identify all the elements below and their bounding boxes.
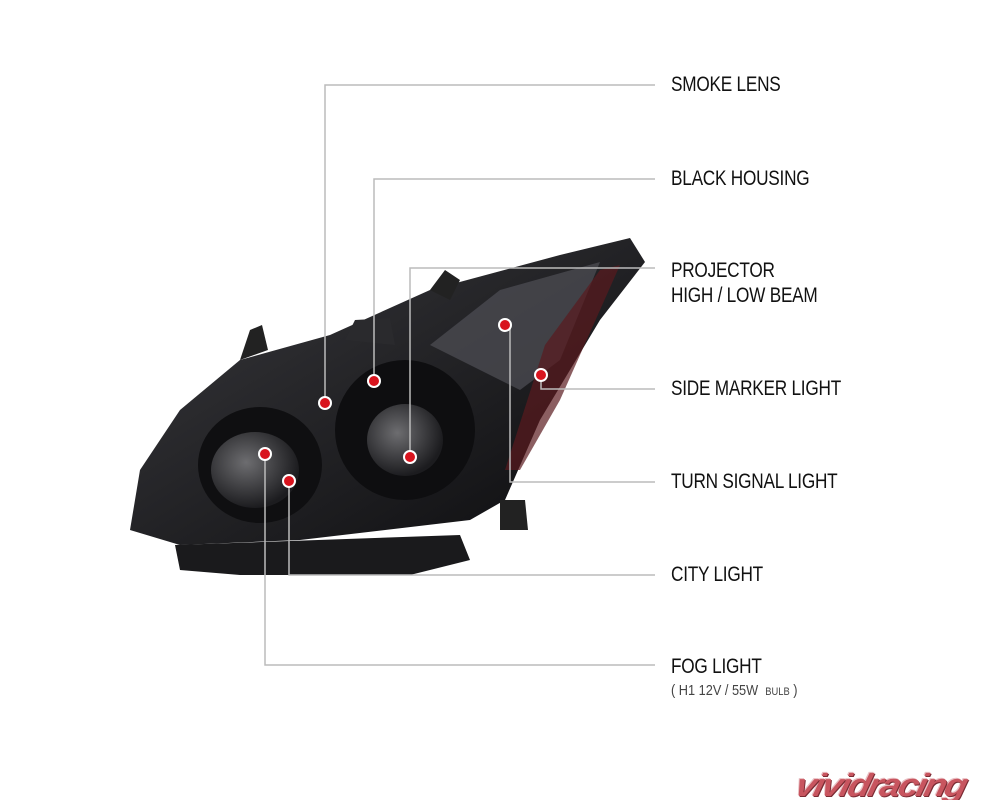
marker-dot-fog-light	[258, 447, 272, 461]
marker-dot-smoke-lens	[318, 396, 332, 410]
fog-light-spec: ( H1 12V / 55W BULB )	[671, 682, 798, 699]
fog-spec-bulb: BULB	[765, 686, 790, 698]
leader-projector	[409, 267, 655, 457]
marker-dot-projector	[403, 450, 417, 464]
marker-dot-turn-signal	[498, 318, 512, 332]
fog-spec-text: H1 12V / 55W	[678, 682, 759, 699]
label-black-housing: BLACK HOUSING	[671, 167, 810, 190]
marker-dot-city-light	[282, 474, 296, 488]
marker-dot-black-housing	[367, 374, 381, 388]
paren-close: )	[793, 682, 798, 699]
leader-lines	[264, 84, 655, 666]
leader-fog-light	[264, 454, 655, 666]
leader-smoke-lens	[324, 84, 655, 403]
label-side-marker: SIDE MARKER LIGHT	[671, 377, 841, 400]
label-fog-light: FOG LIGHT	[671, 655, 762, 678]
leader-black-housing	[373, 178, 655, 381]
marker-dot-side-marker	[534, 368, 548, 382]
label-smoke-lens: SMOKE LENS	[671, 73, 781, 96]
paren-open: (	[671, 682, 676, 699]
leader-city-light	[288, 481, 655, 576]
label-city-light: CITY LIGHT	[671, 563, 763, 586]
vividracing-logo: vividracing	[791, 767, 970, 800]
label-projector: PROJECTOR	[671, 259, 775, 282]
label-turn-signal: TURN SIGNAL LIGHT	[671, 470, 838, 493]
headlight-housing	[130, 238, 645, 575]
label-high-low-beam: HIGH / LOW BEAM	[671, 284, 818, 307]
marker-dots	[258, 318, 548, 488]
